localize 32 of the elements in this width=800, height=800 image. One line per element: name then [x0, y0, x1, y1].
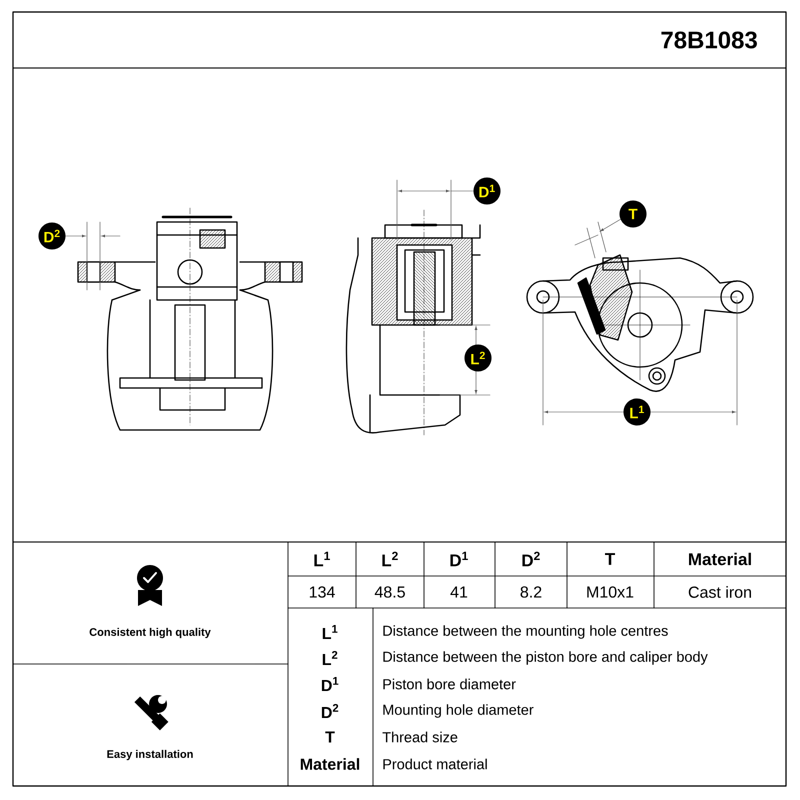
feature-text: Consistent high quality — [90, 628, 211, 638]
key-symbol: T — [325, 732, 335, 743]
table-value: 8.2 — [520, 586, 542, 598]
key-symbol: Material — [300, 758, 360, 770]
table-value: Cast iron — [688, 586, 751, 598]
table-header: L$^{1}$ — [314, 552, 330, 566]
table-value: 48.5 — [374, 586, 405, 598]
key-symbol: L$^{1}$ — [322, 625, 338, 639]
key-description: Distance between the piston bore and caliper body — [383, 651, 708, 665]
feature-text: Easy installation — [107, 750, 193, 760]
table-header: D$^{2}$ — [522, 552, 540, 566]
callout-badge: T — [620, 200, 646, 228]
callout-badge: D$^{1}$ — [474, 178, 500, 204]
table-value: 41 — [450, 586, 468, 598]
key-symbol: D$^{1}$ — [322, 677, 338, 691]
table-header: D$^{1}$ — [450, 552, 468, 566]
table-header: Material — [689, 552, 751, 566]
table-header: T — [605, 553, 616, 565]
table-value: 134 — [310, 586, 335, 598]
table-value: M10x1 — [587, 586, 634, 598]
callout-badge: D$^{2}$ — [38, 222, 66, 250]
key-description: Piston bore diameter — [383, 678, 516, 690]
part-number: 78B1083 — [661, 32, 757, 48]
key-description: Distance between the mounting hole centres — [383, 625, 668, 639]
table-header: L$^{2}$ — [382, 552, 398, 566]
callout-badge: L$^{2}$ — [464, 344, 492, 372]
key-symbol: L$^{2}$ — [322, 650, 338, 666]
key-description: Mounting hole diameter — [383, 704, 534, 718]
callout-badge: L$^{1}$ — [624, 398, 650, 426]
key-description: Thread size — [382, 732, 458, 742]
key-symbol: D$^{2}$ — [322, 704, 338, 718]
key-description: Product material — [383, 758, 487, 770]
